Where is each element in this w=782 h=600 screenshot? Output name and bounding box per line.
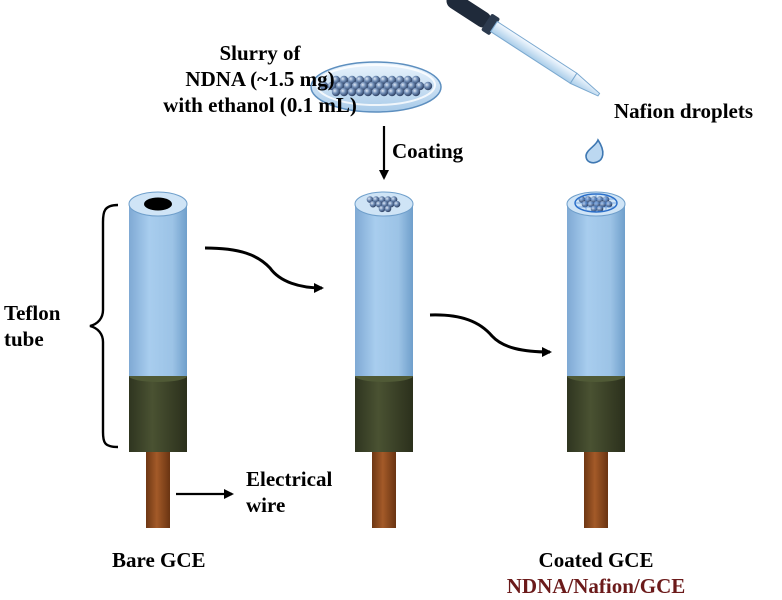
nafion-droplet xyxy=(585,138,604,164)
nanoparticle-bead xyxy=(331,75,341,85)
nanoparticle-bead xyxy=(379,87,389,97)
petri-dish xyxy=(310,61,442,113)
nanoparticle-bead xyxy=(384,205,392,213)
process-arrow-2 xyxy=(429,313,552,357)
electrical-label-line2: wire xyxy=(246,493,286,517)
bare-gce-label: Bare GCE xyxy=(112,548,206,572)
nanoparticle-bead xyxy=(351,81,361,91)
nanoparticle-bead xyxy=(339,87,349,97)
nanoparticle-bead xyxy=(363,75,373,85)
nanoparticle-bead xyxy=(369,200,377,208)
coating-label: Coating xyxy=(392,139,464,163)
slurry-label-line1: Slurry of xyxy=(219,41,301,65)
teflon-tube-label: Teflon tube xyxy=(4,300,60,352)
ndna-coating-beads xyxy=(366,196,401,213)
nanoparticle-bead xyxy=(355,75,365,85)
ndna-slurry-beads xyxy=(319,75,433,97)
nanoparticle-bead xyxy=(379,75,389,85)
nanoparticle-bead xyxy=(363,87,373,97)
teflon-label-line2: tube xyxy=(4,327,44,351)
nanoparticle-bead xyxy=(395,87,405,97)
dropper-tip xyxy=(569,72,601,97)
nanoparticle-bead xyxy=(383,81,393,91)
nanoparticle-bead xyxy=(331,87,341,97)
electrical-label-line1: Electrical xyxy=(246,467,333,491)
slurry-label-line3: with ethanol (0.1 mL) xyxy=(163,93,357,117)
nanoparticle-bead xyxy=(355,87,365,97)
process-arrow-1 xyxy=(204,246,324,293)
nanoparticle-bead xyxy=(347,87,357,97)
composite-name-label: NDNA/Nafion/GCE xyxy=(506,574,686,598)
coated-gce-electrode xyxy=(566,191,626,528)
teflon-bracket xyxy=(89,203,119,449)
nafion-droplets-label: Nafion droplets xyxy=(614,99,754,123)
coated-gce-label: Coated GCE xyxy=(538,548,654,572)
nanoparticle-bead xyxy=(391,81,401,91)
nanoparticle-bead xyxy=(407,81,417,91)
coated-gce-teflon-tube xyxy=(567,204,625,376)
nanoparticle-bead xyxy=(367,81,377,91)
nafion-film-mesh xyxy=(576,194,616,212)
nanoparticle-bead xyxy=(343,81,353,91)
nanoparticle-bead xyxy=(411,75,421,85)
nanoparticle-bead xyxy=(378,205,386,213)
dropper-glass xyxy=(489,20,578,85)
nanoparticle-bead xyxy=(395,75,405,85)
middle-teflon-tube xyxy=(355,204,413,376)
nanoparticle-bead xyxy=(371,87,381,97)
bare-gce-wire xyxy=(146,448,170,528)
nanoparticle-bead xyxy=(411,87,421,97)
bare-gce-electrode xyxy=(128,191,188,528)
glassy-carbon-disk xyxy=(144,197,172,211)
dropper xyxy=(446,0,601,97)
petri-dish-rim xyxy=(316,64,436,106)
nanoparticle-bead xyxy=(387,87,397,97)
nanoparticle-bead xyxy=(415,81,425,91)
slurry-label: Slurry of NDNA (~1.5 mg) with ethanol (0… xyxy=(130,40,390,118)
nanoparticle-bead xyxy=(403,87,413,97)
nanoparticle-bead xyxy=(393,200,401,208)
nanoparticle-bead xyxy=(375,81,385,91)
bare-gce-teflon-tube xyxy=(129,204,187,376)
nanoparticle-bead xyxy=(347,75,357,85)
middle-electrode xyxy=(354,191,414,528)
coated-gce-wire xyxy=(584,448,608,528)
nanoparticle-bead xyxy=(339,75,349,85)
nanoparticle-bead xyxy=(423,81,433,91)
middle-sleeve xyxy=(355,376,413,452)
nanoparticle-bead xyxy=(327,81,337,91)
nanoparticle-bead xyxy=(581,200,589,208)
nanoparticle-bead xyxy=(359,81,369,91)
nanoparticle-bead xyxy=(371,75,381,85)
bare-gce-sleeve xyxy=(129,376,187,452)
nanoparticle-bead xyxy=(335,81,345,91)
slurry-label-line2: NDNA (~1.5 mg) xyxy=(185,67,335,91)
teflon-label-line1: Teflon xyxy=(4,301,61,325)
middle-wire xyxy=(372,448,396,528)
nanoparticle-bead xyxy=(399,81,409,91)
nanoparticle-bead xyxy=(605,200,613,208)
electrical-wire-label: Electrical wire xyxy=(246,466,332,518)
coated-gce-sleeve xyxy=(567,376,625,452)
dropper-collar xyxy=(481,14,500,35)
nanoparticle-bead xyxy=(403,75,413,85)
nanoparticle-bead xyxy=(319,81,329,91)
dropper-bulb xyxy=(446,0,492,28)
nanoparticle-bead xyxy=(387,75,397,85)
